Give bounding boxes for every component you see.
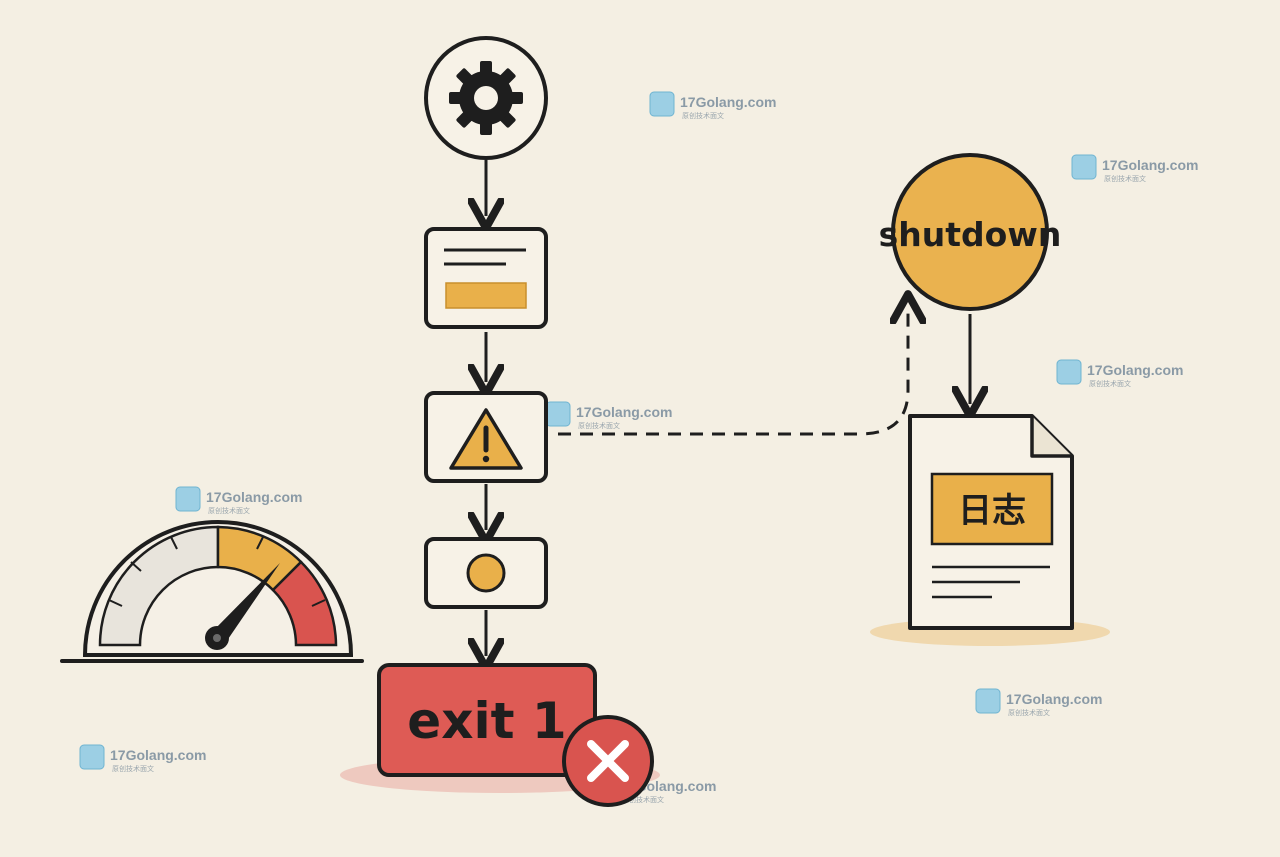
watermark-4: 17Golang.com 原创技术面文 [545,401,672,430]
watermark-sub: 原创技术面文 [578,421,620,430]
watermark-text: 17Golang.com [206,489,302,505]
watermark-text: 17Golang.com [576,404,672,420]
watermark-sub: 原创技术面文 [622,795,664,804]
warning-icon [449,408,523,470]
watermark-sub: 原创技术面文 [1008,708,1050,717]
watermark-sub: 原创技术面文 [1104,174,1146,183]
shutdown-node: shutdown [879,153,1062,311]
dot-icon [466,553,506,593]
dashed-arrow-warning-to-shutdown [558,306,908,436]
error-badge [562,715,654,807]
watermark-text: 17Golang.com [1006,691,1102,707]
gear-node [424,36,548,160]
watermark-sub: 原创技术面文 [1089,379,1131,388]
gauge-icon [60,520,364,663]
watermark-2: 17Golang.com 原创技术面文 [1071,154,1198,183]
close-icon [587,740,629,782]
watermark-sub: 原创技术面文 [112,764,154,773]
watermark-1: 17Golang.com 原创技术面文 [649,91,776,120]
watermark-7: 17Golang.com 原创技术面文 [79,744,206,773]
watermark-6: 17Golang.com 原创技术面文 [975,688,1102,717]
shutdown-label: shutdown [879,215,1062,254]
watermark-text: 17Golang.com [1087,362,1183,378]
gauge-needle [212,563,280,645]
watermark-sub: 原创技术面文 [208,506,250,515]
warning-node [424,391,548,483]
watermark-sub: 原创技术面文 [682,111,724,120]
exit-node: exit 1 [377,663,597,777]
dot-node [424,537,548,609]
log-label: 日志 [958,491,1026,531]
exit-label: exit 1 [407,692,566,750]
watermark-5: 17Golang.com 原创技术面文 [175,486,302,515]
watermark-text: 17Golang.com [1102,157,1198,173]
watermark-3: 17Golang.com 原创技术面文 [1056,359,1183,388]
gear-icon [449,61,523,135]
config-node [424,227,548,329]
document-icon: 日志 [908,414,1074,630]
config-card-icon [444,248,527,309]
watermark-text: 17Golang.com [110,747,206,763]
watermark-text: 17Golang.com [680,94,776,110]
